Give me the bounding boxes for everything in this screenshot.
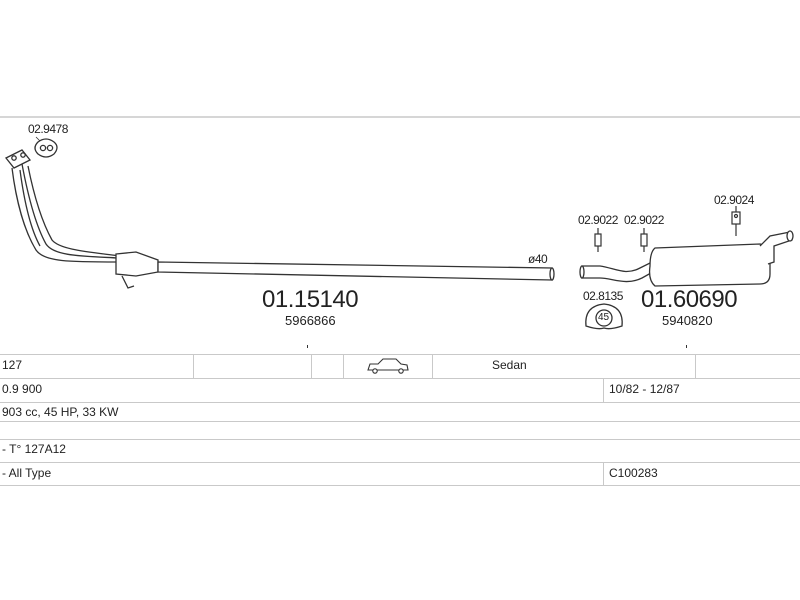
table-col-divider xyxy=(193,354,194,378)
rear-silencer-icon xyxy=(579,230,794,287)
table-col-divider xyxy=(343,354,344,378)
table-line xyxy=(0,378,800,379)
tick-mark-2 xyxy=(686,345,687,348)
sedan-car-icon xyxy=(367,358,409,374)
gasket-leader xyxy=(35,136,41,142)
front-pipe-icon xyxy=(4,149,555,289)
table-line xyxy=(0,354,800,355)
table-col-divider xyxy=(603,462,604,485)
table-col-divider xyxy=(432,354,433,378)
clamp-icon xyxy=(594,228,602,252)
period-cell: 10/82 - 12/87 xyxy=(609,382,680,396)
table-line xyxy=(0,421,800,422)
table-col-divider xyxy=(603,378,604,402)
diameter-label: ø40 xyxy=(528,252,548,266)
table-col-divider xyxy=(695,354,696,378)
front-pipe-part-number: 01.15140 xyxy=(262,286,359,313)
engine-code-cell: - T° 127A12 xyxy=(2,442,66,456)
table-line xyxy=(0,462,800,463)
hanger-icon xyxy=(731,206,741,236)
table-line xyxy=(0,485,800,486)
model-cell: 127 xyxy=(2,358,23,372)
rear-silencer-part-number: 01.60690 xyxy=(641,286,738,313)
rubber-ring-part-number: 02.8135 xyxy=(583,289,623,303)
body-type-cell: Sedan xyxy=(492,358,527,372)
type-cell: - All Type xyxy=(2,466,52,480)
version-cell: 0.9 900 xyxy=(2,382,43,396)
clamp-part-number-2: 02.9022 xyxy=(624,213,664,227)
catalog-code-cell: C100283 xyxy=(609,466,658,480)
gasket-part-number: 02.9478 xyxy=(28,122,68,136)
table-col-divider xyxy=(311,354,312,378)
table-line xyxy=(0,439,800,440)
front-pipe-oe-number: 5966866 xyxy=(285,313,336,328)
rubber-ring-icon xyxy=(585,303,623,330)
rear-silencer-oe-number: 5940820 xyxy=(662,313,713,328)
tick-mark-1 xyxy=(307,345,308,348)
engine-cell: 903 cc, 45 HP, 33 KW xyxy=(2,405,119,419)
rubber-ring-size: 45 xyxy=(598,312,610,323)
clamp-icon-2 xyxy=(640,228,648,252)
gasket-icon xyxy=(34,138,58,158)
table-line xyxy=(0,402,800,403)
hanger-part-number: 02.9024 xyxy=(714,193,754,207)
clamp-part-number-1: 02.9022 xyxy=(578,213,618,227)
